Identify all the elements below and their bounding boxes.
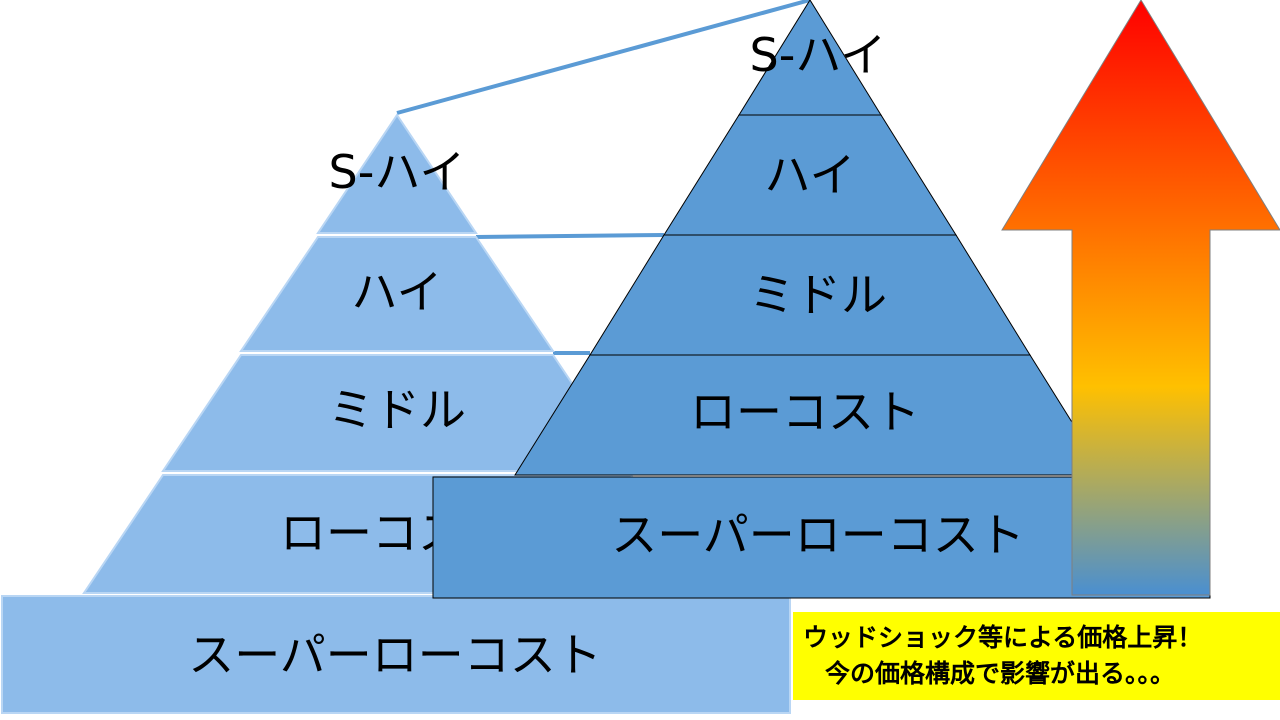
- current-label-super-low-cost: スーパーローコスト: [188, 628, 602, 682]
- note-line-2: 今の価格構成で影響が出る。。。: [825, 659, 1176, 688]
- current-label-s-high: S-ハイ: [329, 145, 466, 199]
- future-label-super-low-cost: スーパーローコスト: [611, 508, 1025, 562]
- current-level-s-high: [316, 113, 478, 234]
- connector-line-top: [396, 0, 811, 115]
- future-label-middle: ミドル: [749, 268, 887, 322]
- connector-line-high: [475, 233, 665, 239]
- up-arrow-icon: [1001, 0, 1280, 596]
- note-line-1: ウッドショック等による価格上昇！: [803, 623, 1203, 652]
- future-label-low-cost: ローコスト: [690, 385, 920, 439]
- current-level-super-low-cost: [1, 595, 791, 714]
- current-label-high: ハイ: [351, 265, 442, 319]
- future-label-high: ハイ: [764, 148, 855, 202]
- current-label-middle: ミドル: [328, 383, 466, 437]
- current-level-high: [239, 236, 555, 352]
- future-label-s-high: S-ハイ: [750, 28, 887, 82]
- price-increase-note: ウッドショック等による価格上昇！ 今の価格構成で影響が出る。。。: [793, 612, 1280, 700]
